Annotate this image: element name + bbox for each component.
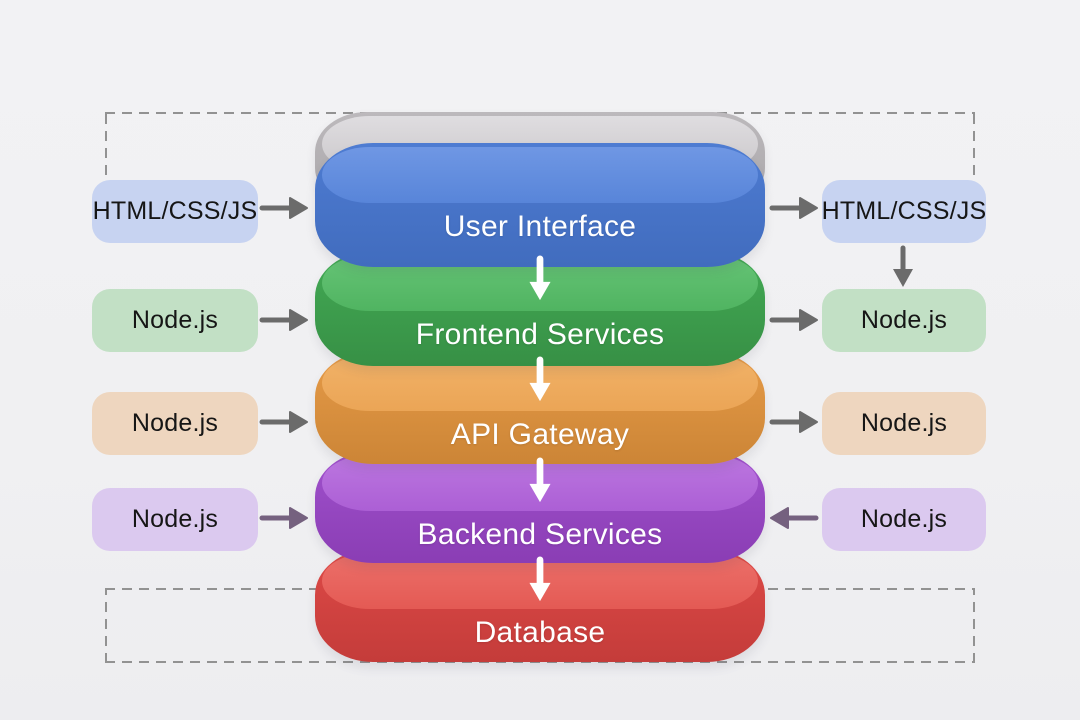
- layer-label: Frontend Services: [415, 318, 665, 351]
- layer-label: API Gateway: [450, 418, 630, 451]
- left-arrow-icon: [770, 507, 819, 529]
- right-arrow-icon: [259, 309, 308, 331]
- layer-label: Database: [474, 616, 606, 649]
- down-arrow-icon: [529, 457, 551, 503]
- tag-html-css-js-left: HTML/CSS/JS: [92, 180, 258, 243]
- tag-label: Node.js: [131, 409, 219, 437]
- layer-label: User Interface: [443, 210, 637, 243]
- tag-nodejs-left-backend: Node.js: [92, 488, 258, 551]
- tag-label: Node.js: [860, 409, 948, 437]
- tag-label: Node.js: [131, 306, 219, 334]
- right-arrow-icon: [769, 309, 818, 331]
- outer-dashed-boundary-right: [973, 112, 975, 192]
- tag-label: Node.js: [860, 306, 948, 334]
- tag-label: HTML/CSS/JS: [821, 197, 987, 225]
- layer-user-interface: User Interface: [315, 143, 765, 267]
- down-arrow-icon: [529, 255, 551, 301]
- down-arrow-icon: [529, 356, 551, 402]
- tag-html-css-js-right: HTML/CSS/JS: [822, 180, 986, 243]
- tag-label: HTML/CSS/JS: [92, 197, 258, 225]
- tag-nodejs-right-api: Node.js: [822, 392, 986, 455]
- right-arrow-icon: [259, 507, 308, 529]
- tag-label: Node.js: [860, 505, 948, 533]
- right-arrow-icon: [769, 197, 818, 219]
- down-arrow-icon: [893, 245, 913, 287]
- outer-dashed-boundary-left: [105, 112, 107, 192]
- layer-label: Backend Services: [417, 518, 663, 551]
- down-arrow-icon: [529, 556, 551, 602]
- tag-nodejs-right-backend: Node.js: [822, 488, 986, 551]
- tag-label: Node.js: [131, 505, 219, 533]
- right-arrow-icon: [259, 197, 308, 219]
- tag-nodejs-right-frontend: Node.js: [822, 289, 986, 352]
- right-arrow-icon: [259, 411, 308, 433]
- tag-nodejs-left-api: Node.js: [92, 392, 258, 455]
- tag-nodejs-left-frontend: Node.js: [92, 289, 258, 352]
- right-arrow-icon: [769, 411, 818, 433]
